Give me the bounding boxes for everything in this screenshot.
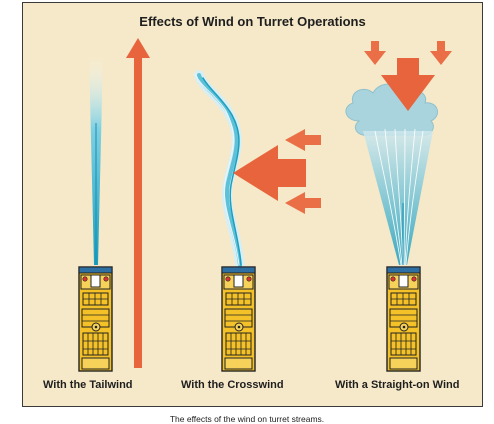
crosswind-arrow-large-icon xyxy=(233,145,306,201)
figure-caption: The effects of the wind on turret stream… xyxy=(169,414,325,424)
crosswind-stream xyxy=(194,70,245,270)
diagram-panel: Effects of Wind on Turret Operations xyxy=(22,2,483,407)
tailwind-stream xyxy=(89,55,103,265)
mist-cloud-icon xyxy=(345,83,439,136)
truck-straight-on-icon xyxy=(386,266,421,372)
diagram-title: Effects of Wind on Turret Operations xyxy=(139,14,366,29)
headwind-arrow-large-icon xyxy=(381,58,435,111)
tailwind-arrow-icon xyxy=(126,38,150,368)
label-crosswind: With the Crosswind xyxy=(181,379,284,391)
label-straight-on-wind: With a Straight-on Wind xyxy=(335,379,460,391)
straight-on-stream xyxy=(363,128,433,266)
diagram-artwork xyxy=(78,38,452,372)
crosswind-arrow-small-top-icon xyxy=(285,129,321,151)
truck-crosswind-icon xyxy=(221,266,256,372)
headwind-arrow-small-left-icon xyxy=(364,41,386,65)
truck-tailwind-icon xyxy=(78,266,113,372)
headwind-arrow-small-right-icon xyxy=(430,41,452,65)
crosswind-arrow-small-bottom-icon xyxy=(285,192,321,214)
label-tailwind: With the Tailwind xyxy=(43,379,133,391)
